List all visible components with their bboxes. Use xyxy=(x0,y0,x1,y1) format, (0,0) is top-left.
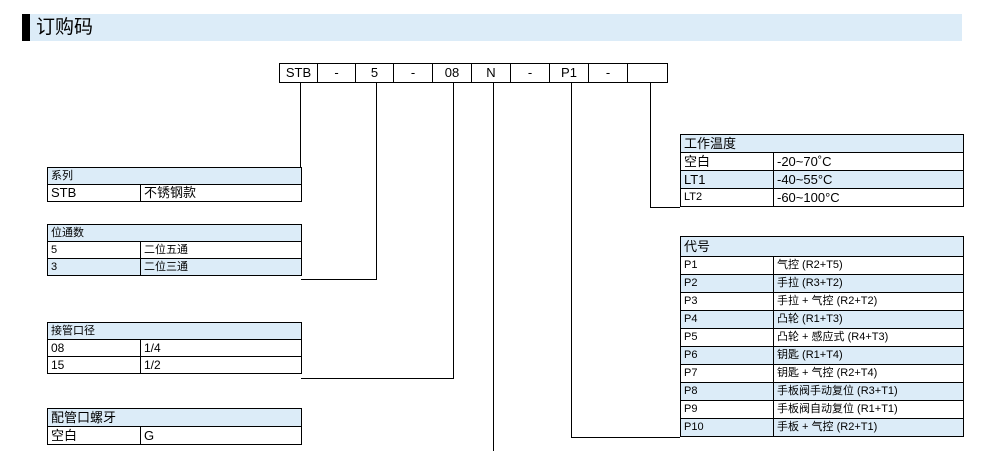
code-table-code: P9 xyxy=(680,400,774,419)
work-temp-range: -20~70˚C xyxy=(772,152,965,171)
port-thread-code: 空白 xyxy=(47,426,141,445)
code-table-code: P1 xyxy=(680,256,774,275)
code-cell-temp xyxy=(627,63,668,83)
connector-code xyxy=(571,83,680,438)
work-temp-code: 空白 xyxy=(680,152,774,171)
code-cell-series: STB xyxy=(279,63,318,83)
code-table-desc: 凸轮 (R1+T3) xyxy=(772,310,965,329)
code-cell-positions: 5 xyxy=(355,63,394,83)
code-table-code: P7 xyxy=(680,364,774,383)
code-table-desc: 手拉 (R3+T2) xyxy=(772,274,965,293)
series-header: 系列 xyxy=(47,167,302,185)
code-table-code: P10 xyxy=(680,418,774,437)
connector-series xyxy=(300,83,301,168)
code-cell-code: P1 xyxy=(549,63,589,83)
title-bar xyxy=(22,14,962,41)
title-marker xyxy=(22,14,30,41)
code-table-desc: 手板阀自动复位 (R1+T1) xyxy=(772,400,965,419)
positions-desc: 二位五通 xyxy=(140,241,302,259)
positions-header: 位通数 xyxy=(47,224,302,242)
code-table-code: P2 xyxy=(680,274,774,293)
work-temp-header: 工作温度 xyxy=(679,134,965,153)
work-temp-range: -60~100°C xyxy=(772,188,965,207)
series-desc: 不锈钢款 xyxy=(140,184,302,202)
code-table-header: 代号 xyxy=(679,236,965,257)
code-cell-dash-1: - xyxy=(317,63,356,83)
code-table-desc: 凸轮 + 感应式 (R4+T3) xyxy=(772,328,965,347)
code-table-code: P3 xyxy=(680,292,774,311)
work-temp-table: 工作温度 空白-20~70˚C LT1-40~55°C LT2-60~100°C xyxy=(679,134,965,207)
code-table-code: P8 xyxy=(680,382,774,401)
port-size-header: 接管口径 xyxy=(47,322,302,340)
port-size-desc: 1/4 xyxy=(140,339,302,357)
code-table-code: P5 xyxy=(680,328,774,347)
positions-code: 3 xyxy=(47,258,141,276)
code-cell-dash-2: - xyxy=(393,63,433,83)
series-code: STB xyxy=(47,184,141,202)
code-table-desc: 钥匙 (R1+T4) xyxy=(772,346,965,365)
positions-code: 5 xyxy=(47,241,141,259)
code-table-code: P6 xyxy=(680,346,774,365)
port-size-code: 15 xyxy=(47,356,141,374)
code-table-desc: 手拉 + 气控 (R2+T2) xyxy=(772,292,965,311)
work-temp-code: LT1 xyxy=(680,170,774,189)
port-thread-header: 配管口螺牙 xyxy=(46,408,303,427)
code-table-desc: 手板阀手动复位 (R3+T1) xyxy=(772,382,965,401)
positions-desc: 二位三通 xyxy=(140,258,302,276)
code-table-desc: 气控 (R2+T5) xyxy=(772,256,965,275)
code-table-desc: 手板 + 气控 (R2+T1) xyxy=(772,418,965,437)
code-cell-dash-3: - xyxy=(510,63,550,83)
connector-positions xyxy=(301,83,377,280)
connector-port-size xyxy=(301,83,454,379)
work-temp-range: -40~55°C xyxy=(772,170,965,189)
code-table-code: P4 xyxy=(680,310,774,329)
code-table-desc: 钥匙 + 气控 (R2+T4) xyxy=(772,364,965,383)
page-title: 订购码 xyxy=(36,17,94,38)
port-size-code: 08 xyxy=(47,339,141,357)
connector-temp xyxy=(650,83,680,208)
work-temp-code: LT2 xyxy=(680,188,774,207)
port-thread-desc: G xyxy=(139,426,303,445)
port-size-desc: 1/2 xyxy=(140,356,302,374)
